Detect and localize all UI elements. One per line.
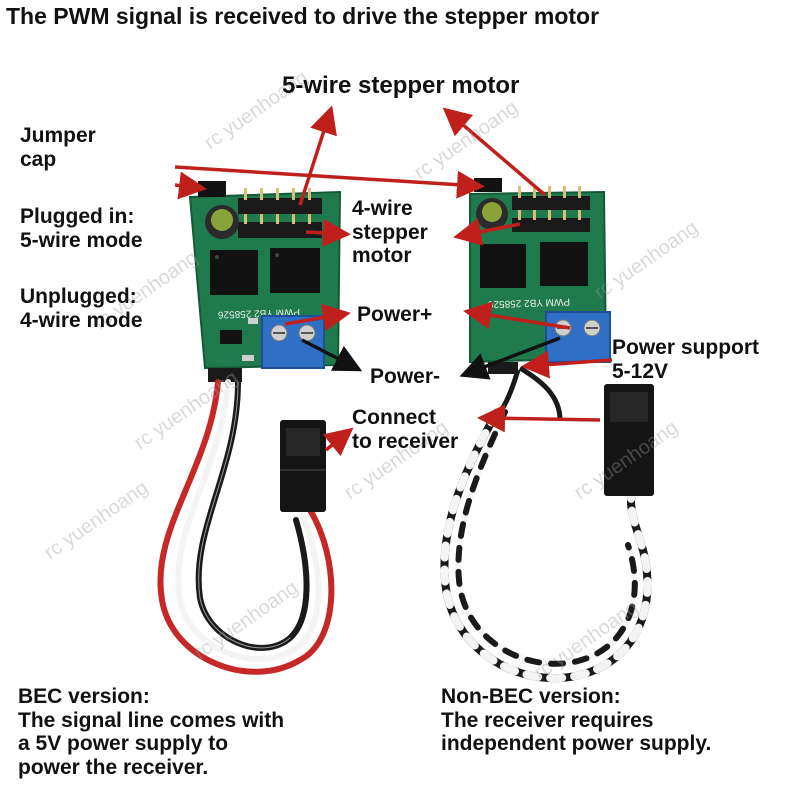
label-line: Jumper xyxy=(20,124,96,147)
label-line: cap xyxy=(20,147,57,171)
caption-line: independent power supply. xyxy=(441,732,712,756)
caption-line: a 5V power supply to xyxy=(18,732,229,756)
non-bec-power-wire xyxy=(497,369,521,414)
annotation-arrows xyxy=(174,105,613,457)
label-line: motor xyxy=(352,244,412,268)
watermark-text: rc yuenhoang xyxy=(40,477,152,565)
non-bec-twisted-cable xyxy=(440,408,652,683)
label-line: Power support xyxy=(612,336,760,359)
bec-servo-cable xyxy=(157,379,335,675)
watermark-text: rc yuenhoang xyxy=(410,97,522,185)
non-bec-jumper-cap xyxy=(474,178,502,192)
non-bec-pin-header xyxy=(512,186,590,232)
label-line: stepper xyxy=(352,220,428,244)
label-connect-to-receiver: Connect to receiver xyxy=(352,406,458,453)
power-minus-arrows xyxy=(301,336,561,380)
caption-line: The signal line comes with xyxy=(18,708,285,732)
label-line: 5-wire mode xyxy=(20,228,143,252)
label-line: Unplugged: xyxy=(20,285,137,308)
watermark-text: rc yuenhoang xyxy=(590,217,702,305)
non-bec-power-terminal xyxy=(545,311,611,363)
non-bec-driver-chip-1 xyxy=(480,244,526,288)
label-power-support: Power support 5-12V xyxy=(612,336,759,383)
label-power-minus: Power- xyxy=(370,365,441,388)
label-4-wire-stepper-motor: 4-wire stepper motor xyxy=(352,197,428,268)
label-5-wire-stepper-motor: 5-wire stepper motor xyxy=(282,72,520,99)
bec-driver-board: PWM YB2 258526 xyxy=(188,181,342,382)
page-title: The PWM signal is received to drive the … xyxy=(6,3,600,29)
label-plugged-in: Plugged in: 5-wire mode xyxy=(20,205,143,252)
label-power-plus: Power+ xyxy=(357,303,433,326)
label-line: to receiver xyxy=(352,429,459,453)
non-bec-driver-chip-2 xyxy=(540,242,588,286)
caption-line: The receiver requires xyxy=(441,708,654,732)
bec-power-terminal xyxy=(261,315,325,369)
caption-bec-version: BEC version: The signal line comes with … xyxy=(18,685,284,779)
label-line: 5-12V xyxy=(612,359,669,383)
bec-servo-connector xyxy=(280,420,326,512)
bec-jumper-cap xyxy=(198,181,226,197)
caption-line: Non-BEC version: xyxy=(441,685,621,708)
non-bec-servo-connector xyxy=(604,384,654,496)
non-bec-silkscreen: PWM YB2 258526 xyxy=(487,296,570,310)
label-line: 4-wire xyxy=(352,197,413,220)
caption-line: power the receiver. xyxy=(18,755,209,779)
label-line: 4-wire mode xyxy=(20,308,143,332)
caption-line: BEC version: xyxy=(18,685,150,708)
label-line: Plugged in: xyxy=(20,205,135,228)
label-line: Connect xyxy=(352,406,436,429)
caption-non-bec-version: Non-BEC version: The receiver requires i… xyxy=(441,685,711,756)
label-unplugged: Unplugged: 4-wire mode xyxy=(20,285,143,332)
label-jumper-cap: Jumper cap xyxy=(20,124,96,171)
